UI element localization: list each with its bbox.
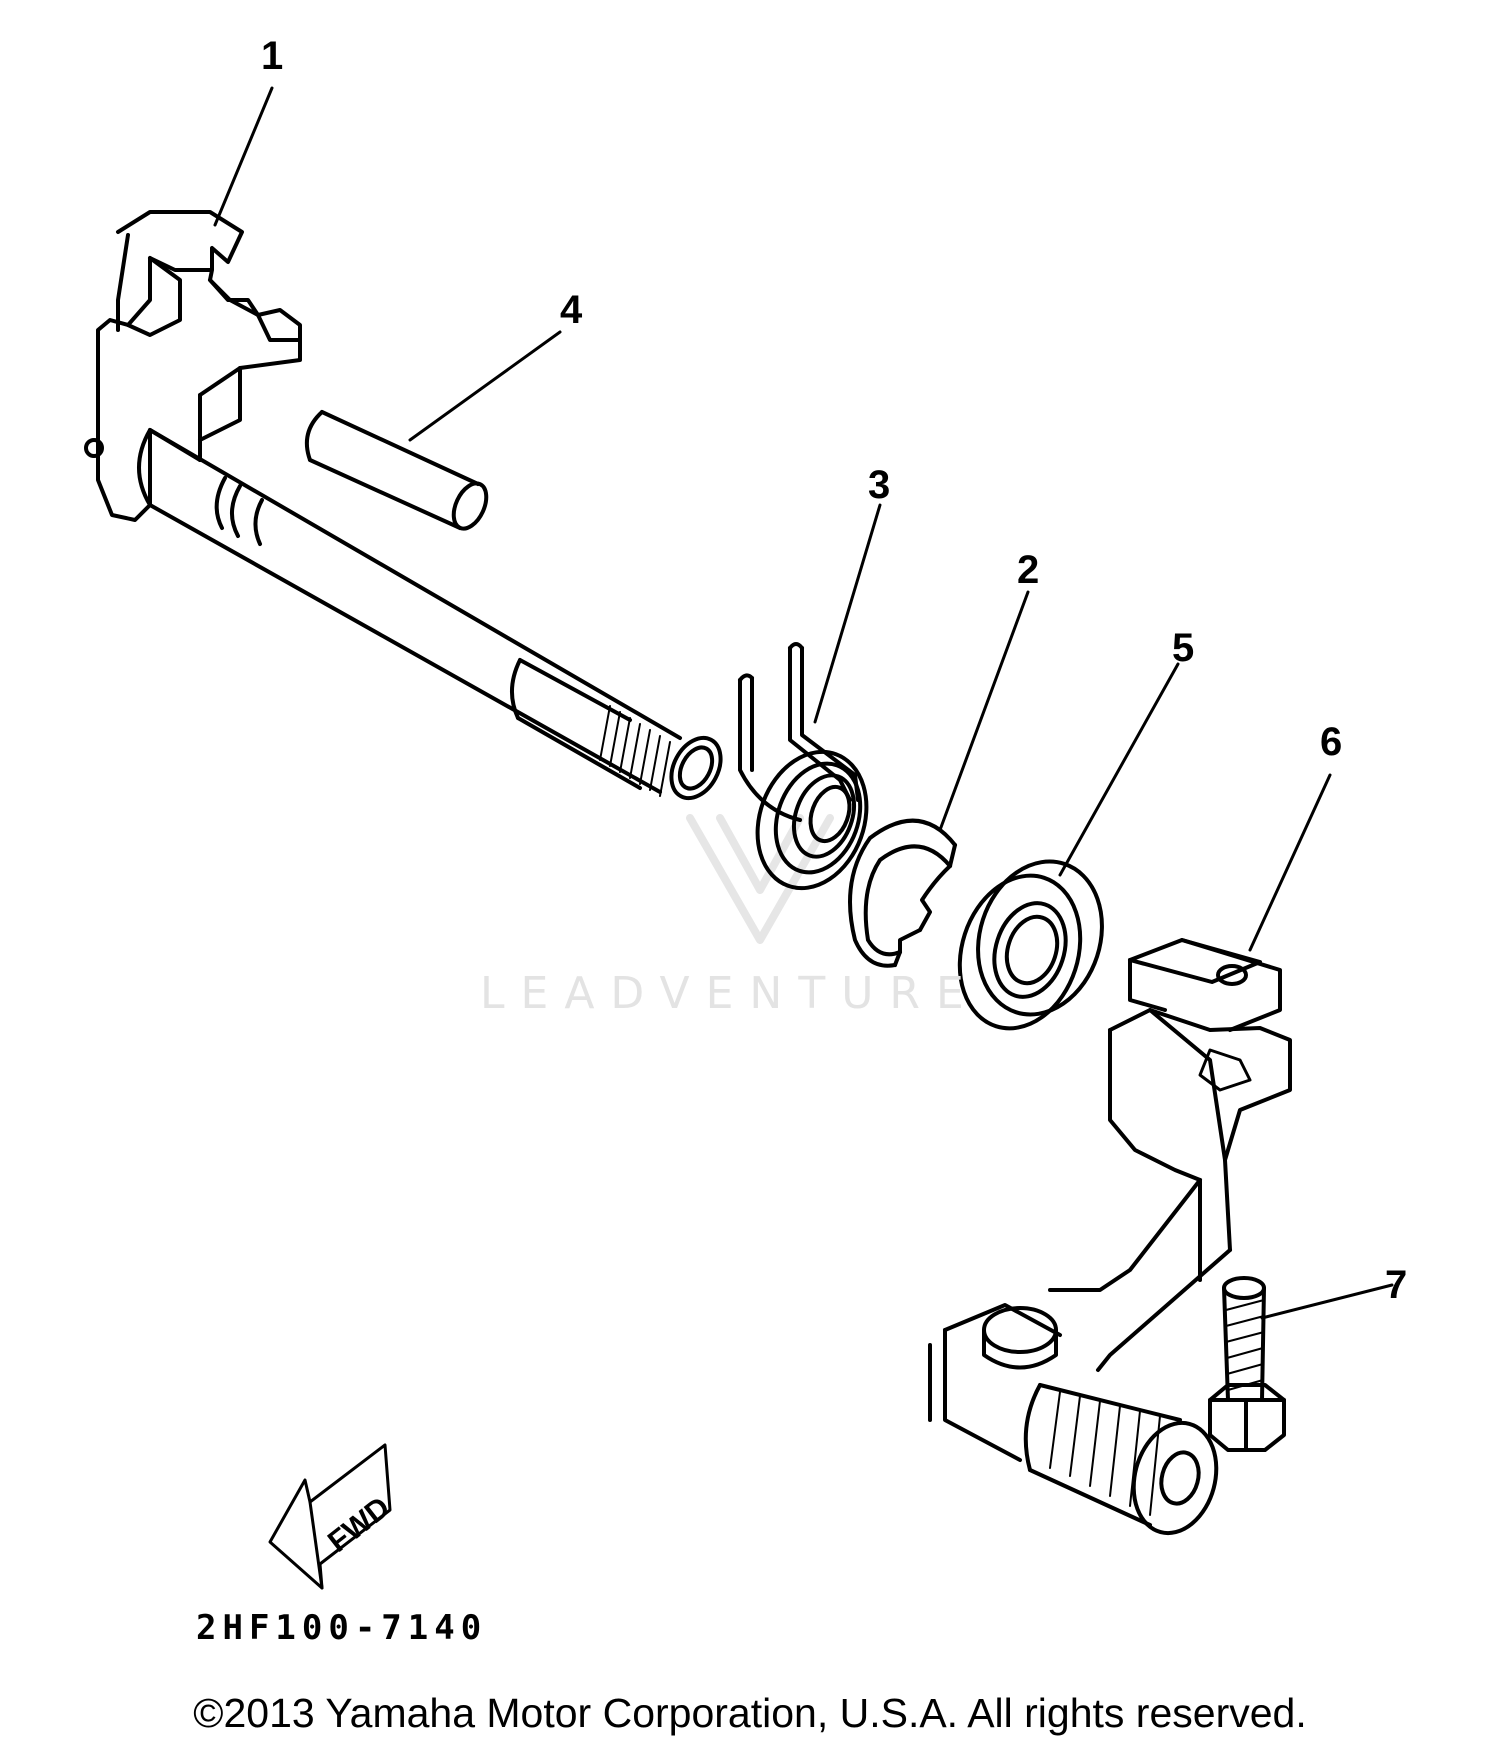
- leader-line-7: [1260, 1283, 1394, 1320]
- part-3-return-spring: [738, 642, 869, 891]
- callout-2: 2: [1017, 548, 1040, 592]
- leader-line-2: [938, 590, 1030, 832]
- leader-line-3: [813, 503, 882, 724]
- part-5-oil-seal: [957, 859, 1104, 1031]
- callout-4: 4: [560, 288, 583, 332]
- callout-1: 1: [261, 34, 284, 78]
- callout-6: 6: [1320, 720, 1343, 764]
- leader-line-4: [408, 330, 562, 442]
- leader-lines: [213, 86, 1394, 1320]
- callout-3: 3: [868, 463, 891, 507]
- copyright-notice: ©2013 Yamaha Motor Corporation, U.S.A. A…: [193, 1690, 1307, 1736]
- leader-line-1: [213, 86, 274, 227]
- watermark-logo: [686, 814, 834, 944]
- diagram-code: 2HF100-7140: [196, 1608, 488, 1648]
- part-4-pin: [305, 410, 489, 531]
- part-2-circlip: [848, 818, 957, 968]
- fwd-label: FWD: [322, 1491, 396, 1559]
- callout-7: 7: [1385, 1263, 1408, 1307]
- part-7-bolt: [1208, 1276, 1286, 1452]
- leader-line-6: [1248, 773, 1332, 952]
- part-1-shift-shaft: [84, 210, 723, 801]
- leader-line-5: [1058, 662, 1180, 877]
- part-6-shift-pedal: [928, 938, 1292, 1536]
- fwd-arrow-icon: [268, 1443, 392, 1590]
- callout-5: 5: [1172, 626, 1195, 670]
- watermark-text: LEADVENTURE: [480, 968, 980, 1019]
